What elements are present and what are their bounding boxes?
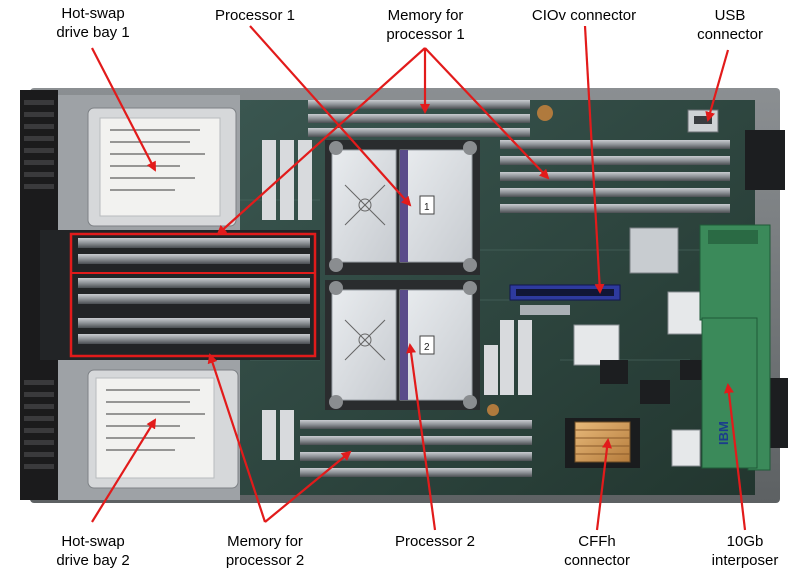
label-hot-swap-drive-bay-1: Hot-swap drive bay 1	[38, 4, 148, 42]
dimm-modules-processor-2-bottom	[300, 420, 532, 477]
label-line: Hot-swap	[61, 5, 125, 22]
label-10gb-interposer: 10Gb interposer	[695, 532, 795, 570]
arrow-memory-processor-1-c	[216, 47, 426, 236]
arrow-hot-swap-bay-1	[91, 47, 156, 172]
label-line: interposer	[711, 552, 779, 569]
label-line: CIOv connector	[531, 7, 637, 24]
chipset-components	[484, 105, 709, 467]
label-line: Processor 1	[214, 7, 296, 24]
dimm-modules-processor-1-top	[308, 100, 530, 137]
dimm-modules-processor-2	[78, 238, 310, 344]
arrow-memory-processor-1-b	[424, 47, 550, 180]
label-ciov-connector: CIOv connector	[514, 6, 654, 25]
label-line: connector	[697, 26, 763, 43]
label-hot-swap-drive-bay-2: Hot-swap drive bay 2	[38, 532, 148, 570]
label-line: Memory for	[227, 533, 303, 550]
label-line: drive bay 1	[56, 24, 130, 41]
label-usb-connector: USB connector	[680, 6, 780, 44]
label-line: Processor 2	[394, 533, 476, 550]
label-line: processor 2	[225, 552, 305, 569]
cpu-socket-1-mark: 1	[424, 202, 430, 213]
label-line: USB	[714, 7, 746, 24]
arrow-10gb-interposer	[723, 383, 747, 531]
arrow-memory-processor-2-a	[207, 353, 267, 523]
label-line: drive bay 2	[56, 552, 130, 569]
arrow-cffh-connector	[595, 438, 612, 531]
arrow-processor-2	[406, 343, 437, 531]
label-processor-1: Processor 1	[195, 6, 315, 25]
label-processor-2: Processor 2	[375, 532, 495, 551]
label-line: connector	[564, 552, 630, 569]
callout-arrows	[91, 25, 747, 531]
label-memory-for-processor-1: Memory for processor 1	[368, 6, 483, 44]
arrow-hot-swap-bay-2	[91, 418, 157, 523]
label-cffh-connector: CFFh connector	[547, 532, 647, 570]
interposer-brand-mark: IBM	[716, 421, 731, 445]
arrow-ciov-connector	[583, 25, 605, 294]
arrow-usb-connector	[705, 49, 730, 122]
label-line: Memory for	[387, 7, 464, 24]
cpu-socket-2-mark: 2	[424, 342, 430, 353]
arrow-processor-1	[249, 25, 412, 207]
arrow-memory-processor-2-b	[264, 450, 352, 523]
label-line: CFFh	[578, 533, 616, 550]
highlight-box-memory-processor-2	[69, 232, 317, 358]
dimm-modules-processor-1-right	[500, 140, 730, 213]
processor-2-heatsink	[325, 280, 480, 410]
processor-1-heatsink	[325, 140, 480, 275]
label-line: Hot-swap	[61, 533, 125, 550]
interposer-card	[699, 224, 771, 471]
label-line: processor 1	[386, 26, 465, 43]
rear-connector-top	[745, 130, 785, 190]
label-memory-for-processor-2: Memory for processor 2	[205, 532, 325, 570]
label-line: 10Gb	[726, 533, 764, 550]
